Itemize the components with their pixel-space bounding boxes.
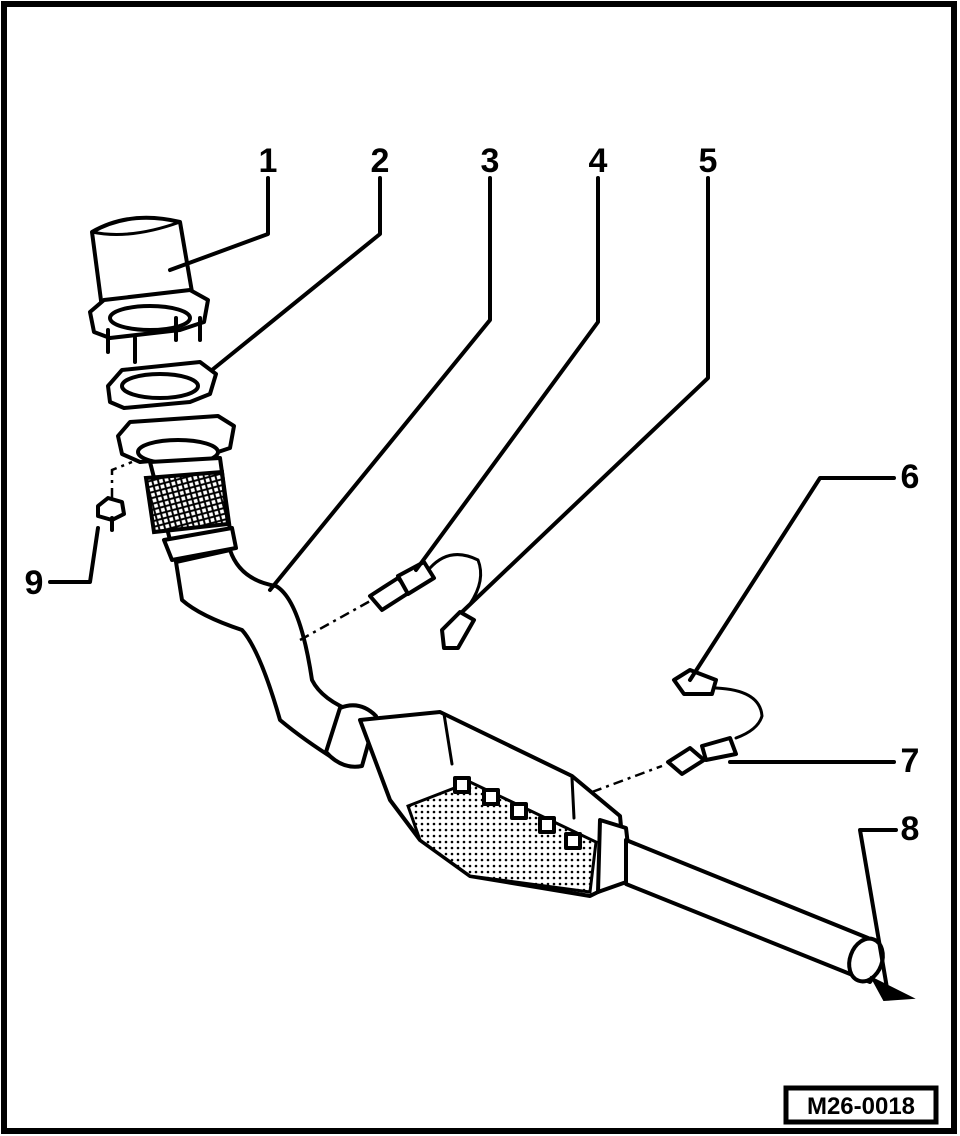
reference-code-box: M26-0018	[783, 1085, 939, 1125]
callout-3: 3	[481, 142, 500, 180]
callout-leaders	[48, 176, 916, 1002]
sensor-mount-line-rear	[591, 764, 663, 794]
exhaust-assembly	[88, 215, 885, 984]
callout-1: 1	[259, 142, 278, 180]
callout-2: 2	[371, 142, 390, 180]
rear-pipe	[624, 838, 880, 984]
callout-8: 8	[901, 810, 920, 848]
oxygen-sensor-rear	[666, 686, 764, 776]
callout-labels: 1 2 3 4 5 6 7 8 9	[25, 142, 920, 848]
front-exhaust-pipe	[90, 215, 194, 310]
callout-4: 4	[589, 142, 608, 180]
down-pipe	[174, 548, 356, 762]
callout-5: 5	[699, 142, 718, 180]
catalytic-converter	[358, 710, 634, 898]
nut-mount-line	[110, 460, 133, 498]
upper-flange	[88, 288, 210, 364]
callout-7: 7	[901, 742, 920, 780]
flex-joint	[143, 456, 238, 562]
flange-nut	[96, 496, 126, 532]
sensor-connector-front	[440, 610, 476, 650]
converter-ribs	[453, 776, 582, 850]
oxygen-sensor-front	[368, 553, 483, 612]
sensor-connector-rear	[672, 668, 718, 696]
sensor-mount-line-front	[299, 598, 373, 642]
reference-code: M26-0018	[807, 1093, 915, 1120]
flange-gasket	[106, 360, 218, 410]
callout-6: 6	[901, 458, 920, 496]
flow-arrow-icon	[869, 975, 916, 1002]
callout-9: 9	[25, 564, 44, 602]
